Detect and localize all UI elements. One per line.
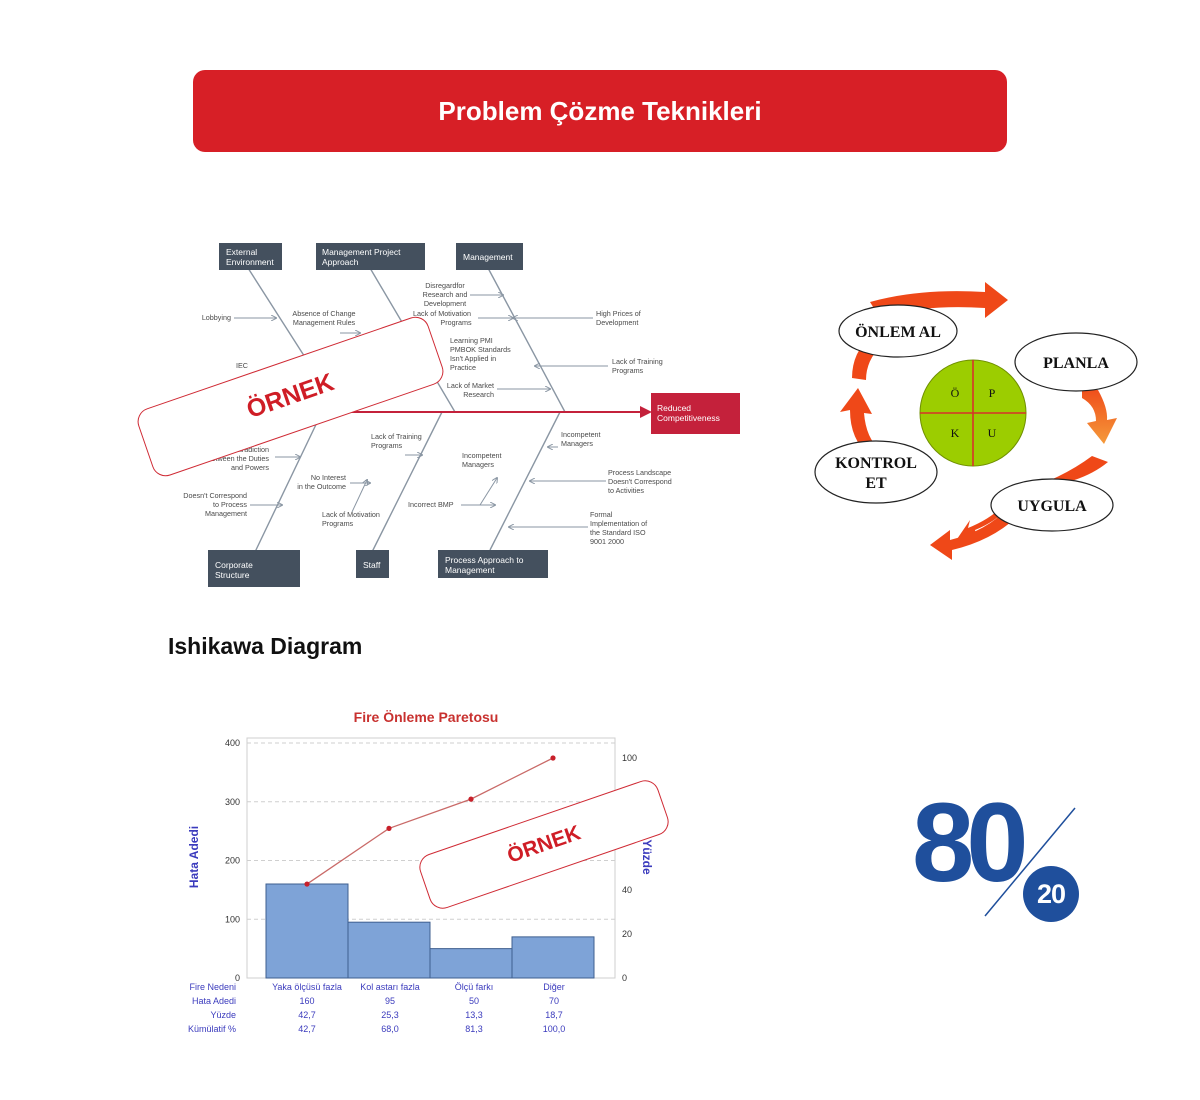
rule-8020-small-number: 20 <box>1036 878 1066 909</box>
table-cell: 18,7 <box>545 1010 563 1020</box>
table-cell: 42,7 <box>298 1010 316 1020</box>
y2-tick-label: 100 <box>622 753 637 763</box>
y-tick-label: 300 <box>225 797 240 807</box>
pareto-bar <box>265 883 349 979</box>
cumulative-point <box>304 881 310 887</box>
category-box-staff <box>356 550 389 578</box>
page-title: Problem Çözme Teknikleri <box>438 95 762 126</box>
cumulative-point <box>468 796 474 802</box>
spine-arrowhead <box>640 406 652 418</box>
y-tick-label: 100 <box>225 914 240 924</box>
category-box-mpa <box>316 243 425 270</box>
rule-8020-small-circle: 20 <box>1023 866 1079 922</box>
pareto-bar <box>511 936 595 979</box>
rule-8020-big-number: 80 <box>912 780 1029 905</box>
table-row-label-count: Hata Adedi <box>192 996 236 1006</box>
category-box-external <box>219 243 282 270</box>
category-label-staff: Staff <box>363 560 381 570</box>
effect-box <box>651 393 740 434</box>
table-cell: 25,3 <box>381 1010 399 1020</box>
y2-tick-label: 0 <box>622 973 627 983</box>
category-box-management <box>456 243 523 270</box>
table-cell: 42,7 <box>298 1024 316 1034</box>
cause-lobbying: Lobbying <box>202 313 231 322</box>
pareto-table: Fire Nedeni Hata Adedi Yüzde Kümülatif %… <box>188 982 565 1034</box>
cumulative-point <box>550 755 556 761</box>
y2-tick-label: 40 <box>622 885 632 895</box>
table-cell: 50 <box>469 996 479 1006</box>
table-cell: 70 <box>549 996 559 1006</box>
y2-tick-label: 20 <box>622 929 632 939</box>
ishikawa-caption: Ishikawa Diagram <box>168 633 363 659</box>
category-label-management: Management <box>463 252 513 262</box>
table-row-label-cumulative: Kümülatif % <box>188 1024 236 1034</box>
bones <box>247 267 566 553</box>
y-tick-label: 0 <box>235 973 240 983</box>
pareto-y2label: Yüzde <box>640 839 654 875</box>
table-cell: 68,0 <box>381 1024 399 1034</box>
table-cell: 95 <box>385 996 395 1006</box>
cause-iec: IEC <box>236 361 248 370</box>
table-cell: 81,3 <box>465 1024 483 1034</box>
table-cell: 13,3 <box>465 1010 483 1020</box>
category-box-process <box>438 550 548 578</box>
cause-incorrect-bmp: Incorrect BMP <box>408 500 454 509</box>
pareto-title: Fire Önleme Paretosu <box>354 709 499 725</box>
pareto-ylabel: Hata Adedi <box>187 826 201 888</box>
table-cell: Diğer <box>543 982 565 992</box>
table-cell: 160 <box>299 996 314 1006</box>
table-cell: Ölçü farkı <box>455 982 494 992</box>
category-box-corporate <box>208 550 300 587</box>
cumulative-point <box>386 825 392 832</box>
table-row-label-percent: Yüzde <box>210 1010 236 1020</box>
pareto-bar <box>347 921 431 979</box>
pareto-cumulative-line <box>304 755 556 887</box>
pareto-left-ticks: 0 100 200 300 400 <box>225 738 240 983</box>
table-cell: Yaka ölçüsü fazla <box>272 982 342 992</box>
pareto-right-ticks: 0 20 40 100 <box>622 753 637 983</box>
title-banner: Problem Çözme Teknikleri <box>193 70 1007 152</box>
cause-arrows <box>234 295 608 527</box>
table-cell: Kol astarı fazla <box>360 982 420 992</box>
table-row-label-reason: Fire Nedeni <box>189 982 236 992</box>
pareto-bar <box>429 948 513 979</box>
cumulative-line <box>306 757 554 885</box>
sample-stamp-pareto-text: ÖRNEK <box>504 820 584 868</box>
pareto-bars <box>265 883 595 979</box>
table-cell: 100,0 <box>543 1024 566 1034</box>
y-tick-label: 400 <box>225 738 240 748</box>
y-tick-label: 200 <box>225 856 240 866</box>
